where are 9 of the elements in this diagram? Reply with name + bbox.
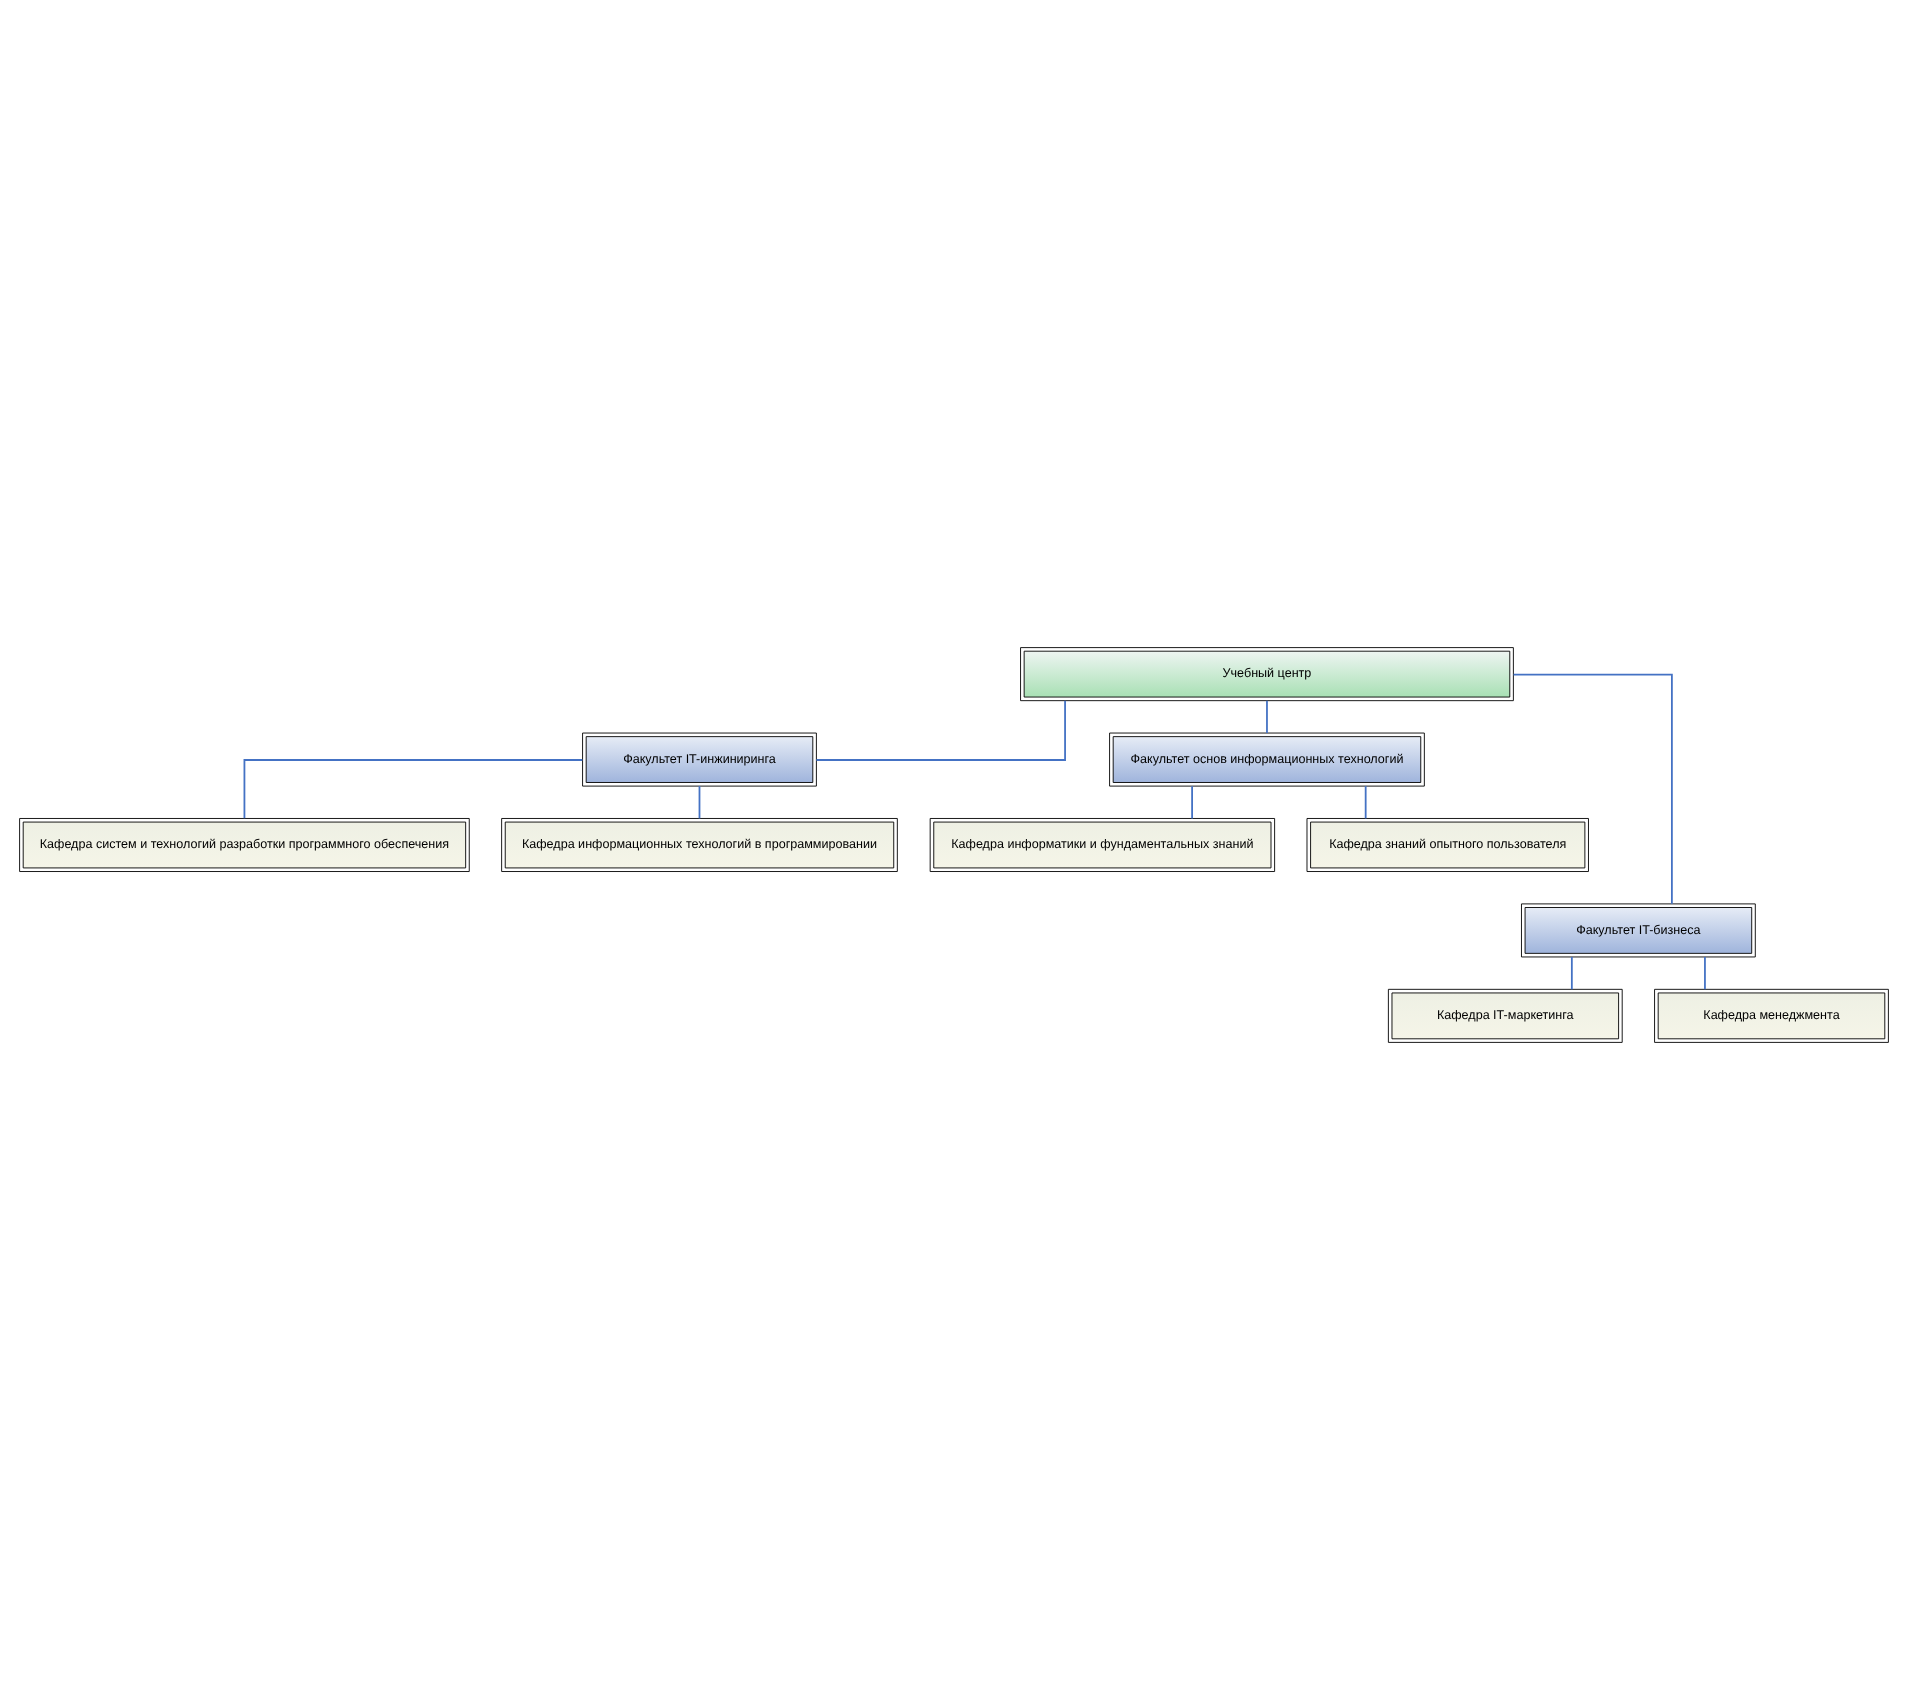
connector bbox=[1266, 699, 1268, 734]
connector bbox=[1704, 956, 1706, 991]
connector bbox=[1364, 785, 1367, 820]
connector bbox=[698, 785, 701, 820]
connector bbox=[243, 759, 584, 820]
connector bbox=[815, 699, 1066, 761]
connector bbox=[1512, 673, 1673, 905]
connector bbox=[1570, 956, 1573, 991]
connector bbox=[1191, 785, 1193, 820]
